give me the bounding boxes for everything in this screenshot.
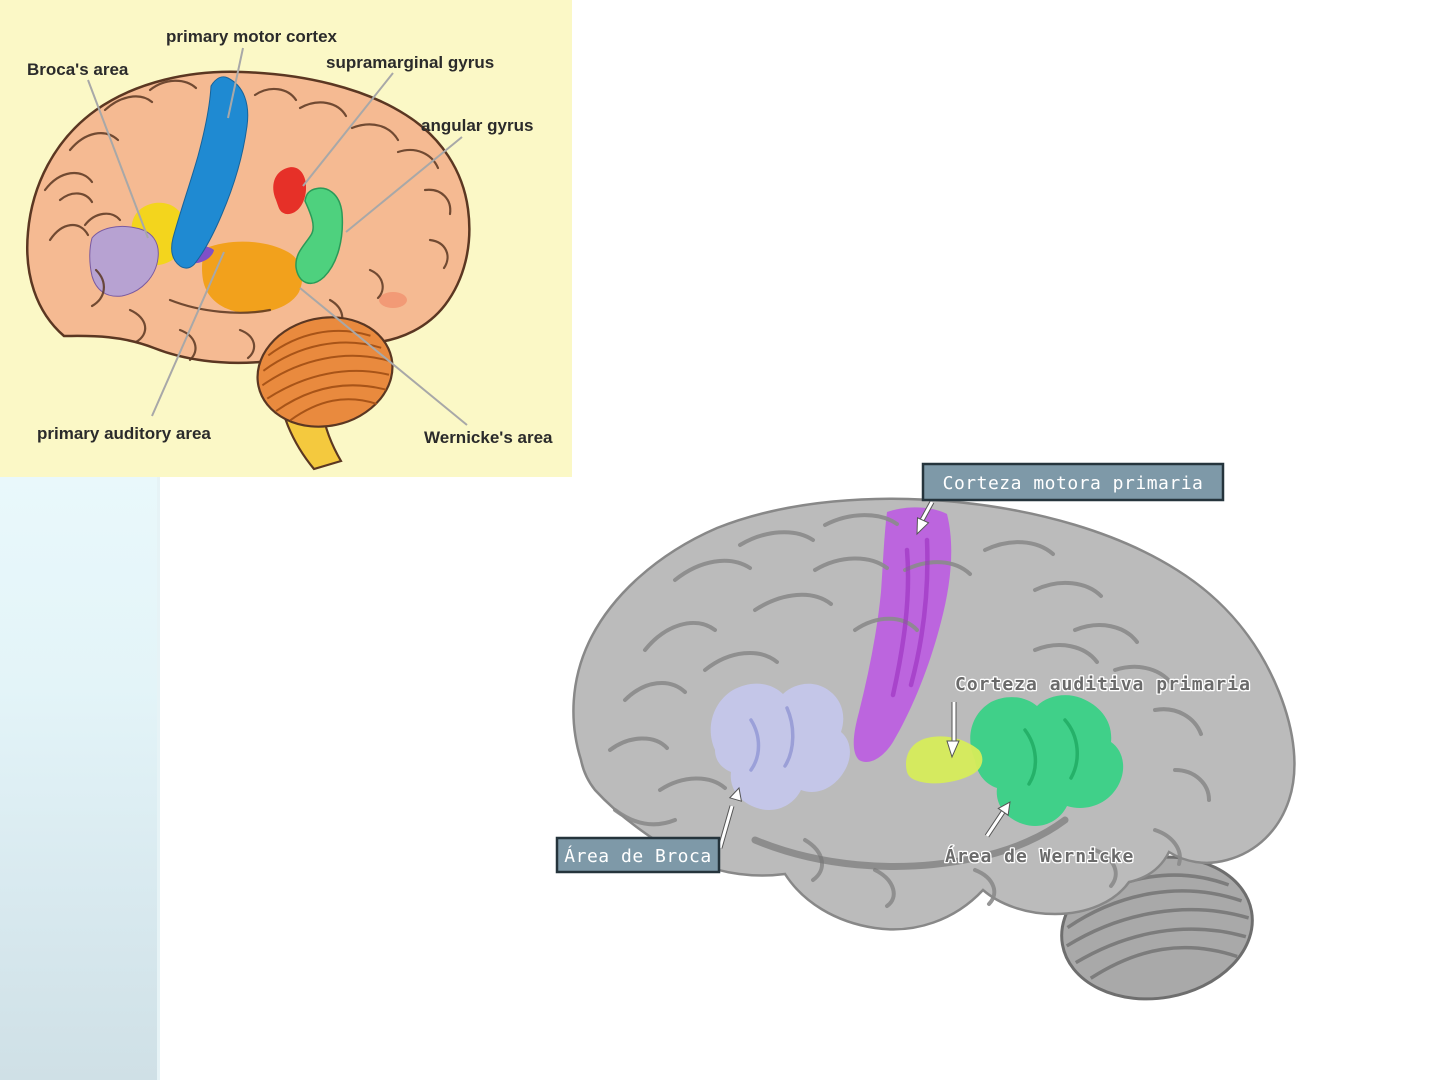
sylvian-fissure-shadow bbox=[751, 816, 1069, 870]
label-corteza-auditiva-primaria: Corteza auditiva primaria bbox=[955, 674, 1251, 695]
label-wernickes-area: Wernicke's area bbox=[424, 428, 553, 447]
label-supramarginal-gyrus: supramarginal gyrus bbox=[326, 53, 494, 72]
gray-cerebellum-stripes bbox=[1065, 873, 1250, 980]
arrow-broca bbox=[717, 786, 743, 849]
auditory-region-es bbox=[905, 736, 983, 784]
gray-sulci-lines bbox=[608, 513, 1211, 908]
broca-region-sulci bbox=[749, 706, 795, 772]
label-area-de-wernicke: Área de Wernicke bbox=[945, 845, 1134, 867]
pink-smudge bbox=[379, 292, 407, 308]
wernicke-region-es bbox=[970, 695, 1124, 826]
gyri-lines bbox=[43, 79, 452, 362]
motor-region-sulci bbox=[890, 537, 930, 698]
label-primary-motor-cortex: primary motor cortex bbox=[166, 27, 338, 46]
label-corteza-motora-primaria: Corteza motora primaria bbox=[943, 473, 1204, 494]
angular-green-region bbox=[295, 187, 344, 285]
english-brain-svg: primary motor cortex Broca's area supram… bbox=[0, 0, 572, 477]
label-box-corteza-motora: Corteza motora primaria bbox=[921, 462, 1225, 502]
wernicke-region-sulci bbox=[1023, 718, 1079, 786]
auditory-orange-region bbox=[202, 241, 303, 314]
arrow-wernicke bbox=[984, 801, 1011, 838]
english-brain-figure: primary motor cortex Broca's area supram… bbox=[0, 0, 572, 477]
label-angular-gyrus: angular gyrus bbox=[421, 116, 533, 135]
broca-region-es bbox=[710, 683, 850, 810]
supramarginal-red-region bbox=[273, 167, 307, 215]
broca-region bbox=[89, 225, 159, 297]
gray-cerebrum bbox=[572, 497, 1296, 931]
motor-strip-region bbox=[171, 76, 249, 269]
spanish-brain-figure: Corteza motora primaria Área de Broca Co… bbox=[555, 450, 1315, 1010]
label-box-area-de-broca: Área de Broca bbox=[555, 836, 721, 874]
label-primary-auditory-area: primary auditory area bbox=[37, 424, 211, 443]
arrow-auditory bbox=[946, 702, 960, 759]
arrow-motor bbox=[916, 500, 935, 536]
label-lines bbox=[87, 47, 468, 426]
label-brocas-area: Broca's area bbox=[27, 60, 129, 79]
cerebellum bbox=[256, 316, 394, 428]
sidebar-gradient-strip bbox=[0, 477, 160, 1080]
spanish-brain-svg: Corteza motora primaria Área de Broca Co… bbox=[555, 462, 1296, 1001]
label-area-de-broca: Área de Broca bbox=[564, 845, 711, 867]
